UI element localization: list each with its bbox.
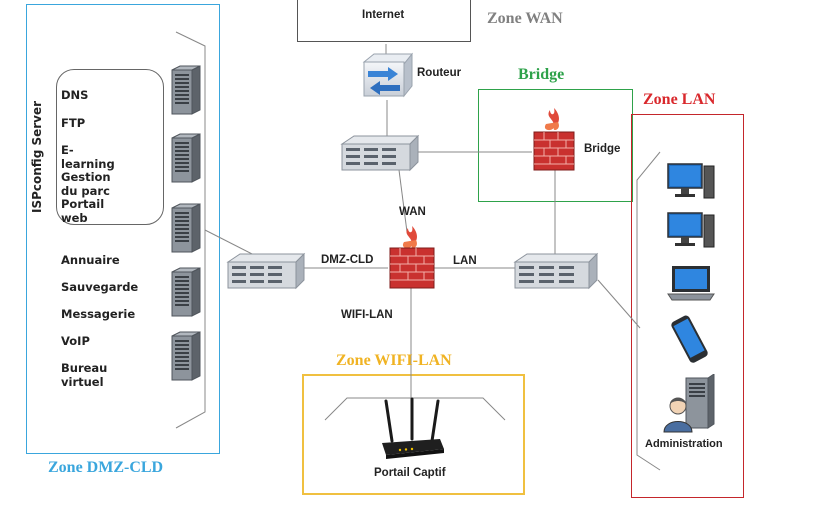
zone-dmz-title: Zone DMZ-CLD xyxy=(48,459,164,476)
wifi-bracket xyxy=(324,397,506,421)
service-item: E-learning xyxy=(61,143,115,171)
administration-label: Administration xyxy=(645,438,723,450)
zone-wifi-title: Zone WIFI-LAN xyxy=(336,352,452,369)
link-lan-label: LAN xyxy=(453,255,477,267)
central-firewall-icon xyxy=(389,226,435,289)
service-item: Gestion du parc xyxy=(61,170,111,198)
bridge-firewall-icon xyxy=(533,108,575,171)
lan-smartphone-icon xyxy=(671,315,708,363)
link-wan-label: WAN xyxy=(399,206,426,218)
zone-wan-title: Zone WAN xyxy=(487,10,563,27)
rack-server-icon-wan xyxy=(340,134,420,172)
lan-desktop-icon-2 xyxy=(667,212,715,248)
service-item: Bureau virtuel xyxy=(61,361,108,389)
ispconfig-server-label: ISPconfig Server xyxy=(30,100,44,213)
service-item: Sauvegarde xyxy=(61,280,139,294)
service-item: Annuaire xyxy=(61,253,120,267)
rack-server-icon-lan xyxy=(513,252,599,290)
zone-lan-box xyxy=(631,114,744,498)
router-label: Routeur xyxy=(417,67,462,79)
lan-desktop-icon-1 xyxy=(667,163,715,199)
tower-server-icons xyxy=(171,65,201,381)
service-item: Portail web xyxy=(61,197,105,225)
link-dmz-switch xyxy=(204,229,257,257)
administration-icon xyxy=(663,374,715,433)
service-item: VoIP xyxy=(61,334,90,348)
zone-wan-box xyxy=(297,0,471,42)
rack-server-icon-dmz xyxy=(226,252,306,290)
link-wifi-label: WIFI-LAN xyxy=(341,309,393,321)
service-item: FTP xyxy=(61,116,86,130)
zone-wifi-box xyxy=(302,374,525,495)
dmz-bracket xyxy=(175,31,206,429)
router-icon xyxy=(362,52,414,98)
zone-bridge-title: Bridge xyxy=(518,66,565,83)
captive-portal-router-icon xyxy=(382,397,444,459)
zone-lan-title: Zone LAN xyxy=(643,91,716,108)
lan-bracket xyxy=(636,151,661,471)
link-switch-firewall xyxy=(398,169,408,233)
captive-portal-label: Portail Captif xyxy=(374,467,446,479)
bridge-label: Bridge xyxy=(584,143,621,155)
lan-laptop-icon xyxy=(667,266,715,301)
service-item: Messagerie xyxy=(61,307,136,321)
zone-dmz-box xyxy=(26,4,220,454)
service-item: DNS xyxy=(61,88,89,102)
internet-label: Internet xyxy=(362,9,405,21)
link-dmz-label: DMZ-CLD xyxy=(321,254,374,266)
hosted-services-box xyxy=(56,69,164,225)
link-lan-zone xyxy=(597,279,641,329)
